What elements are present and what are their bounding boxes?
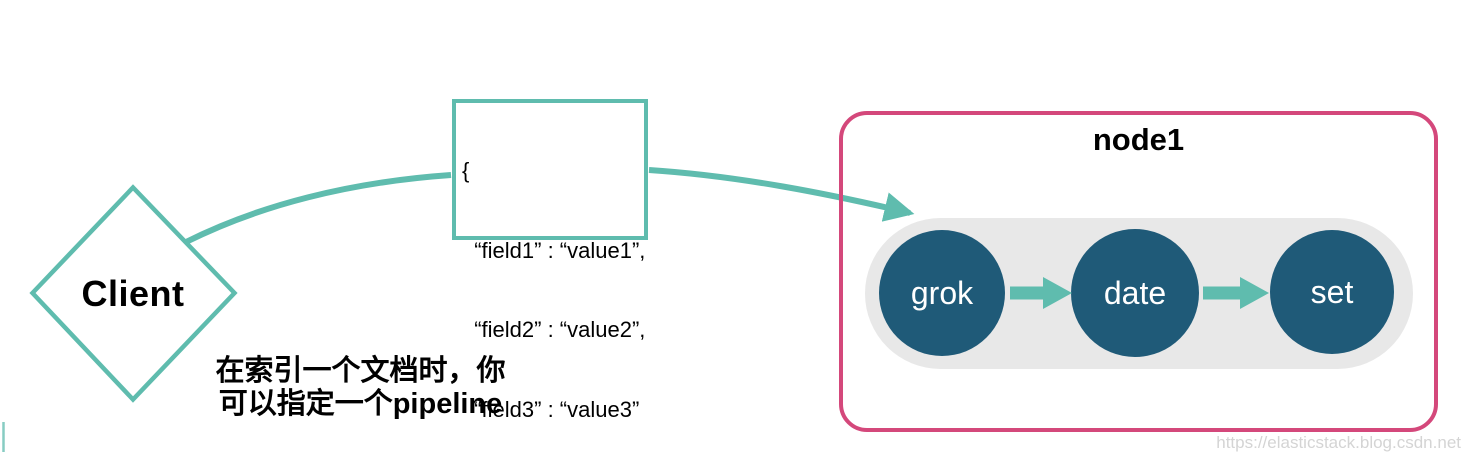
processor-label-set: set bbox=[1310, 273, 1354, 310]
processor-circle-set bbox=[1270, 230, 1394, 354]
caption-line-1: 在索引一个文档时，你 bbox=[215, 355, 506, 387]
document-line: { bbox=[462, 158, 470, 183]
processor-label-date: date bbox=[1103, 274, 1167, 311]
document-to-node-connector-arrow bbox=[648, 167, 915, 222]
caption-line-2: 可以指定一个pipeline bbox=[218, 388, 503, 420]
document-box: { “field1” : “value1”, “field2” : “value… bbox=[452, 99, 648, 422]
client-label: Client bbox=[81, 273, 185, 314]
processor-label-grok: grok bbox=[910, 274, 974, 311]
processor-circle-date bbox=[1071, 229, 1199, 357]
document-line: “field2” : “value2”, bbox=[462, 317, 646, 342]
document-line: “field3” : “value3” bbox=[462, 396, 640, 422]
caption: 在索引一个文档时，你 可以指定一个pipeline bbox=[188, 355, 533, 421]
processor-circle-grok bbox=[879, 230, 1005, 356]
watermark: https://elasticstack.blog.csdn.net bbox=[1216, 433, 1461, 452]
node1-title: node1 bbox=[1092, 122, 1185, 157]
client-to-document-connector bbox=[184, 172, 452, 245]
arrow-date-to-set bbox=[1203, 277, 1269, 309]
arrow-grok-to-date bbox=[1010, 277, 1072, 309]
client-diamond-shape bbox=[29, 184, 238, 403]
node1-box-shape bbox=[839, 111, 1438, 432]
document-line: “field1” : “value1”, bbox=[462, 237, 646, 263]
